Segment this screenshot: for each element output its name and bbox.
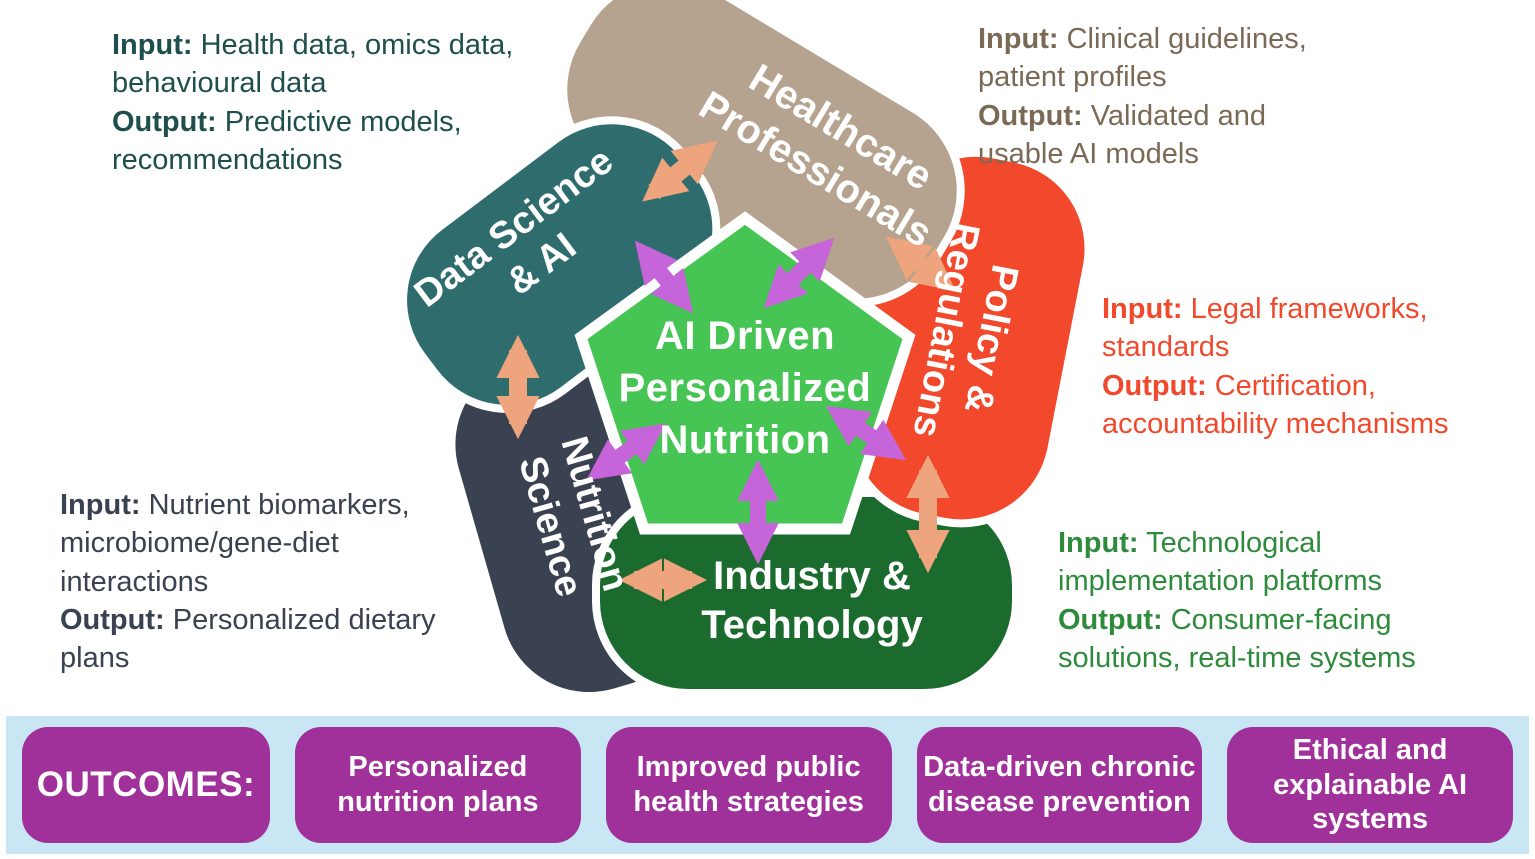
output-label: Output: [978,99,1083,132]
note-data-science: Input: Health data, omics data, behaviou… [112,26,582,179]
output-label: Output: [60,603,165,636]
output-text: Validated and usable AI models [978,99,1266,170]
note-industry: Input: Technological implementation plat… [1058,524,1518,677]
output-text: Personalized dietary plans [60,603,436,675]
output-label: Output: [1058,603,1163,636]
outcome-personalized-nutrition-plans: Personalized nutrition plans [295,727,581,843]
arrow-pentagon-healthcare [763,237,835,309]
outcome-ethical-explainable-ai: Ethical and explainable AI systems [1227,727,1513,843]
arrow-pentagon-policy [825,405,907,461]
output-text: Consumer-facing solutions, real-time sys… [1058,603,1416,674]
outcome-chronic-disease-prevention: Data-driven chronic disease prevention [916,727,1203,843]
output-text: Predictive models, recommendations [112,105,462,176]
output-label: Output: [112,105,217,138]
output-text: Certification, accountability mechanisms [1102,369,1449,440]
input-text: Legal frameworks, standards [1102,293,1428,364]
note-nutrition: Input: Nutrient biomarkers, microbiome/g… [60,486,500,677]
arrow-datascience-healthcare [642,140,718,202]
output-label: Output: [1102,369,1207,402]
pentagon-diagram [403,0,1089,696]
input-label: Input: [1102,293,1183,325]
note-healthcare: Input: Clinical guidelines, patient prof… [978,20,1408,173]
input-label: Input: [978,23,1059,55]
input-label: Input: [112,29,193,61]
input-label: Input: [1058,527,1139,559]
arrow-pentagon-datascience [634,240,694,314]
arrow-healthcare-policy [886,236,956,292]
arrow-pentagon-nutrition [586,423,666,481]
note-policy: Input: Legal frameworks, standards Outpu… [1102,290,1532,443]
input-text: Clinical guidelines, patient profiles [978,23,1307,94]
input-label: Input: [60,489,141,521]
outcomes-title-box: OUTCOMES: [22,727,270,843]
input-text: Nutrient biomarkers, microbiome/gene-die… [60,489,410,598]
input-text: Technological implementation platforms [1058,527,1382,598]
input-text: Health data, omics data, behavioural dat… [112,29,514,100]
outcome-improved-public-health: Improved public health strategies [605,727,892,843]
outcomes-bar: OUTCOMES: Personalized nutrition plans I… [6,716,1529,854]
